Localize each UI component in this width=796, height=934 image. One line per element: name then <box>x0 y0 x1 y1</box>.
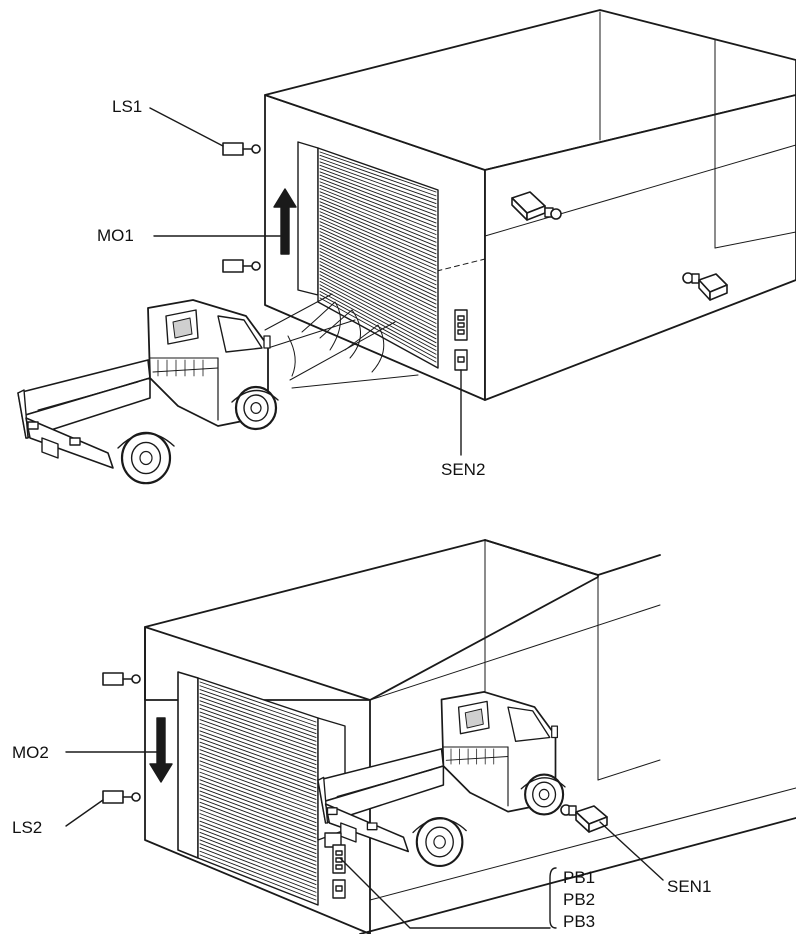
sen1-label: SEN1 <box>667 877 711 896</box>
ls1-label: LS1 <box>112 97 142 116</box>
bottom-shutter <box>199 681 317 901</box>
ls2-label: LS2 <box>12 818 42 837</box>
ls2-limit-switch <box>102 790 141 804</box>
bottom-scene: MO2 LS2 SEN1 PB1 PB2 PB3 <box>12 539 796 934</box>
sen2-sensor-box <box>454 349 468 371</box>
lower-limit-switch-top <box>222 259 261 273</box>
sen2-label: SEN2 <box>441 460 485 479</box>
pb1-label: PB1 <box>563 868 595 887</box>
pb3-label: PB3 <box>563 912 595 931</box>
wall-camera-2 <box>682 272 728 301</box>
top-scene: LS1 MO1 SEN2 <box>17 9 796 485</box>
mo2-down-arrow <box>149 717 173 783</box>
mo2-label: MO2 <box>12 743 49 762</box>
mo1-up-arrow <box>273 188 297 255</box>
upper-limit-switch-bottom <box>102 672 141 686</box>
top-leader-lines <box>149 107 462 456</box>
top-truck <box>17 299 279 485</box>
mo1-label: MO1 <box>97 226 134 245</box>
bottom-leader-lines <box>65 751 664 929</box>
bottom-truck <box>317 691 566 867</box>
top-shutter <box>319 151 437 363</box>
sen1-sensor <box>560 804 608 833</box>
pb2-label: PB2 <box>563 890 595 909</box>
ls1-limit-switch <box>222 142 261 156</box>
wall-camera-1 <box>511 191 562 221</box>
bottom-building <box>144 539 796 934</box>
top-push-button-panel <box>454 309 468 341</box>
sensor-beams <box>264 293 419 389</box>
bottom-push-button-panel <box>324 832 346 899</box>
